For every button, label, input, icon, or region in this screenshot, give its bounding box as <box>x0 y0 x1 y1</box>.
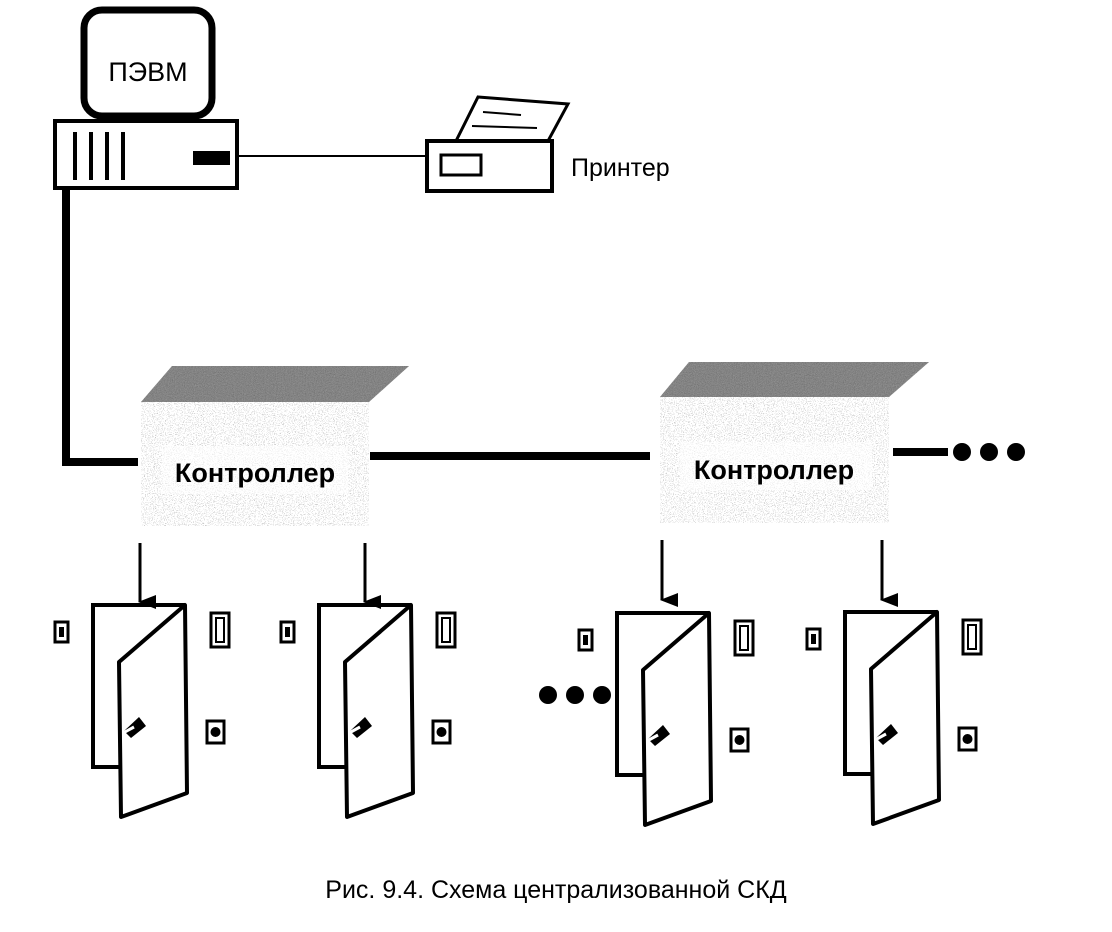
controller-1-label: Контроллер <box>175 458 335 488</box>
printer-label: Принтер <box>571 154 670 182</box>
door-handle <box>648 725 670 746</box>
pc-controller-bus <box>62 188 138 466</box>
printer: Принтер <box>425 95 670 193</box>
door-handle <box>350 717 372 738</box>
door-frame <box>615 611 709 777</box>
pc-label: ПЭВМ <box>108 57 187 87</box>
door-frame <box>317 603 411 769</box>
door-handle <box>876 724 898 745</box>
door-frame <box>91 603 185 769</box>
controller-1: Контроллер <box>141 366 409 526</box>
door-unit-1 <box>53 603 231 819</box>
figure-caption: Рис. 9.4. Схема централизованной СКД <box>325 876 786 904</box>
door-unit-3 <box>577 611 755 827</box>
door-leaf <box>869 610 941 826</box>
pc-vent-slots <box>73 132 125 180</box>
door-arrows <box>138 540 898 609</box>
pc-drive-slot <box>193 151 230 165</box>
door-frame <box>843 610 937 776</box>
printer-paper <box>453 95 571 143</box>
continuation-dots-top <box>953 443 1025 461</box>
door-leaf <box>343 603 415 819</box>
pc-monitor <box>80 6 216 120</box>
controller-2-label: Контроллер <box>694 455 854 485</box>
door-leaf <box>641 611 713 827</box>
door-unit-2 <box>279 603 457 819</box>
pc: ПЭВМ <box>53 6 239 190</box>
printer-panel <box>439 153 483 177</box>
doors <box>53 603 983 827</box>
door-unit-4 <box>805 610 983 826</box>
controller-2: Контроллер <box>660 362 929 523</box>
door-handle <box>124 717 146 738</box>
door-leaf <box>117 603 189 819</box>
continuation-dots-bottom <box>539 686 611 704</box>
